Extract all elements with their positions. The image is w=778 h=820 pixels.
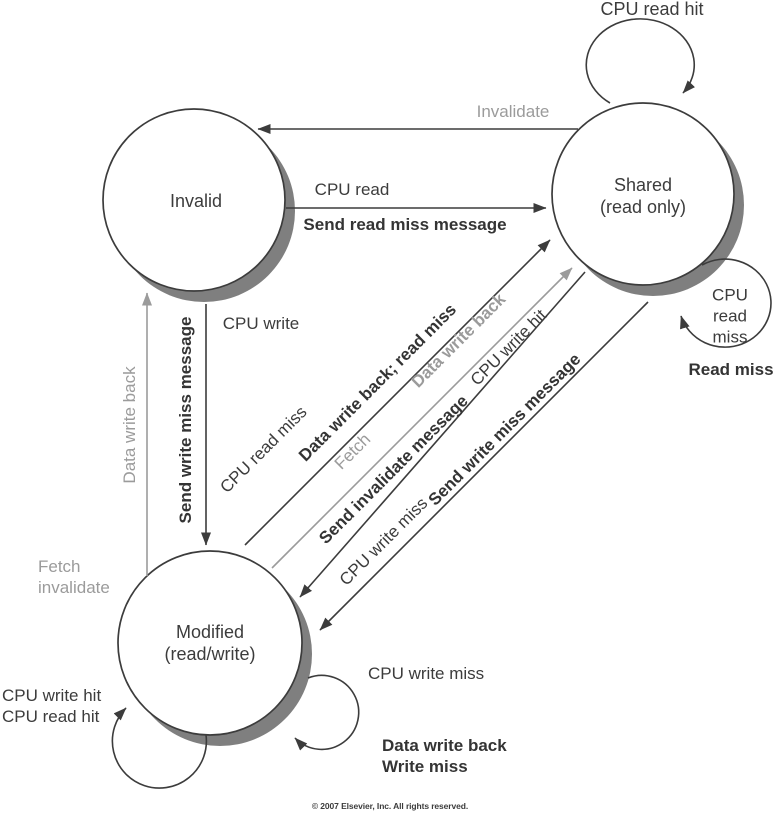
shared-to-modified-miss-arrow <box>319 301 649 631</box>
shared-cpu-read-hit-label: CPU read hit <box>600 0 704 20</box>
shared-read-miss-loop-arrow <box>680 258 772 348</box>
shared-state-name: Shared <box>613 175 673 195</box>
fetch-invalidate-label: Fetch invalidate <box>38 557 110 597</box>
modified-loop-write-miss-label: Write miss <box>382 757 468 776</box>
shared-state-label: Shared (read only) <box>600 174 686 218</box>
cpu-read-label: CPU read <box>314 179 390 199</box>
modified-write-miss-loop-arrow <box>294 674 360 751</box>
send-write-miss-vertical-label: Send write miss message <box>175 316 195 524</box>
read-miss-bold-label: Read miss <box>688 359 774 379</box>
modified-state-name: Modified <box>175 622 245 642</box>
modified-loop-cpu-write-hit-label: CPU write hit <box>2 686 102 705</box>
modified-loop-data-write-back-label: Data write back <box>382 736 507 755</box>
cpu-write-label: CPU write <box>222 313 300 333</box>
modified-hit-loop-arrow <box>111 707 208 789</box>
state-shared-circle <box>551 102 735 286</box>
shared-cpu-read-hit-loop-arrow <box>585 18 696 104</box>
modified-state-subtitle: (read/write) <box>164 644 256 664</box>
copyright-notice: © 2007 Elsevier, Inc. All rights reserve… <box>311 800 469 811</box>
shared-to-modified-hit-arrow <box>299 271 586 598</box>
state-invalid-circle <box>102 108 286 292</box>
state-modified-circle <box>117 550 303 736</box>
modified-to-shared-cpu-arrow <box>244 239 551 546</box>
data-write-back-vertical-label: Data write back <box>119 366 139 484</box>
shared-state-subtitle: (read only) <box>599 197 687 217</box>
modified-state-label: Modified (read/write) <box>164 621 255 665</box>
modified-loop-cpu-read-hit-label: CPU read hit <box>2 707 100 726</box>
shared-loop-cpu-read-miss-label: CPU read miss <box>712 285 748 347</box>
modified-to-shared-fetch-arrow <box>271 267 573 569</box>
send-read-miss-label: Send read miss message <box>303 214 507 234</box>
modified-loop-cpu-write-miss-label: CPU write miss <box>368 664 485 683</box>
invalid-state-label: Invalid <box>169 191 223 211</box>
invalidate-label: Invalidate <box>476 101 550 121</box>
